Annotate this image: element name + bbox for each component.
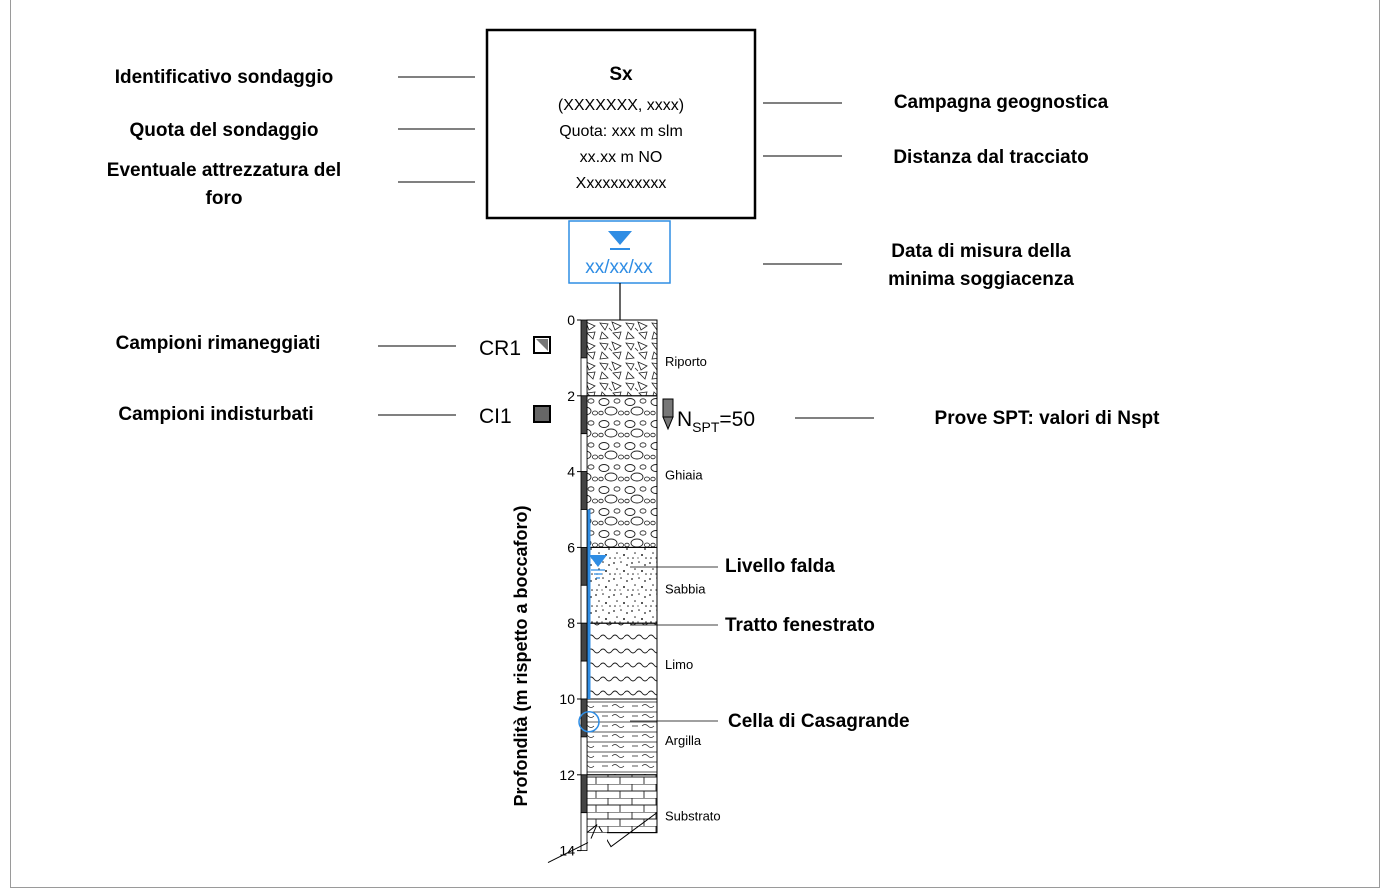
equipment-text: Xxxxxxxxxxx [576, 175, 667, 192]
scale-segment [580, 660, 588, 700]
label-campagna: Campagna geognostica [894, 92, 1109, 113]
label-quota: Quota del sondaggio [130, 120, 319, 141]
remolded-sample-icon [533, 336, 551, 354]
borehole-info-box [485, 28, 757, 220]
label-data-misura-1: Data di misura della [891, 241, 1071, 262]
diagram-frame [10, 0, 1380, 888]
elevation-text: Quota: xxx m slm [559, 123, 683, 140]
scale-segment [580, 774, 588, 814]
scale-segment [580, 584, 588, 624]
label-casagrande: Cella di Casagrande [728, 711, 910, 732]
scale-segment [580, 357, 588, 397]
water-level-triangle-icon [608, 231, 632, 245]
layer-label: Ghiaia [665, 468, 703, 483]
label-attrezzatura-1: Eventuale attrezzatura del [107, 160, 341, 181]
layer-ghiaia [586, 395, 658, 548]
casagrande-cell-icon [578, 710, 600, 733]
undisturbed-sample-icon [533, 405, 551, 423]
sample-ci-label: CI1 [479, 405, 512, 428]
layer-substrato [586, 774, 658, 834]
label-identificativo: Identificativo sondaggio [115, 67, 334, 88]
label-fenestrato: Tratto fenestrato [725, 615, 875, 636]
layer-label: Limo [665, 657, 693, 672]
axis-tick-label: 4 [567, 464, 575, 480]
label-data-misura-2: minima soggiacenza [888, 269, 1074, 290]
layer-label: Riporto [665, 354, 707, 369]
water-table-triangle-icon [589, 554, 607, 567]
label-spt: Prove SPT: valori di Nspt [935, 408, 1161, 429]
label-distanza: Distanza dal tracciato [893, 147, 1088, 168]
sample-cr-label: CR1 [479, 337, 521, 360]
axis-tick-label: 12 [559, 767, 575, 783]
layer-riporto [586, 319, 658, 397]
column-break-zigzag [586, 824, 598, 839]
label-falda: Livello falda [725, 556, 835, 577]
column-break-fill [587, 832, 607, 851]
scale-segment [580, 433, 588, 473]
label-attrezzatura-2: foro [206, 188, 243, 209]
scale-segment [580, 509, 588, 548]
label-rimaneggiati: Campioni rimaneggiati [116, 333, 321, 354]
axis-tick-label: 6 [567, 539, 575, 555]
scale-segment [580, 622, 588, 662]
axis-label: Profondità (m rispetto a boccaforo) [511, 505, 531, 806]
campaign-code: (XXXXXXX, xxxx) [558, 97, 684, 114]
layer-limo [586, 622, 658, 700]
scale-segment [580, 812, 588, 852]
layer-label: Substrato [665, 809, 721, 824]
spt-n: NSPT=50 [677, 408, 755, 435]
scale-segment [580, 395, 588, 435]
axis-tick-label: 10 [559, 691, 575, 707]
axis-tick-label: 8 [567, 615, 575, 631]
scale-segment [580, 319, 588, 359]
scale-segment [580, 736, 588, 776]
layer-label: Sabbia [665, 581, 706, 596]
layer-argilla [586, 698, 658, 776]
label-indisturbati: Campioni indisturbati [118, 404, 313, 425]
axis-tick-label: 2 [567, 388, 575, 404]
scale-segment [580, 547, 588, 586]
water-table-marks [591, 569, 605, 579]
scale-segment [580, 471, 588, 510]
water-level-date: xx/xx/xx [585, 257, 653, 278]
borehole-id: Sx [609, 64, 633, 85]
axis-end-line [547, 842, 589, 864]
axis-tick-label: 0 [567, 312, 575, 328]
distance-text: xx.xx m NO [580, 149, 663, 166]
layer-label: Argilla [665, 733, 702, 748]
spt-icon [662, 398, 674, 431]
